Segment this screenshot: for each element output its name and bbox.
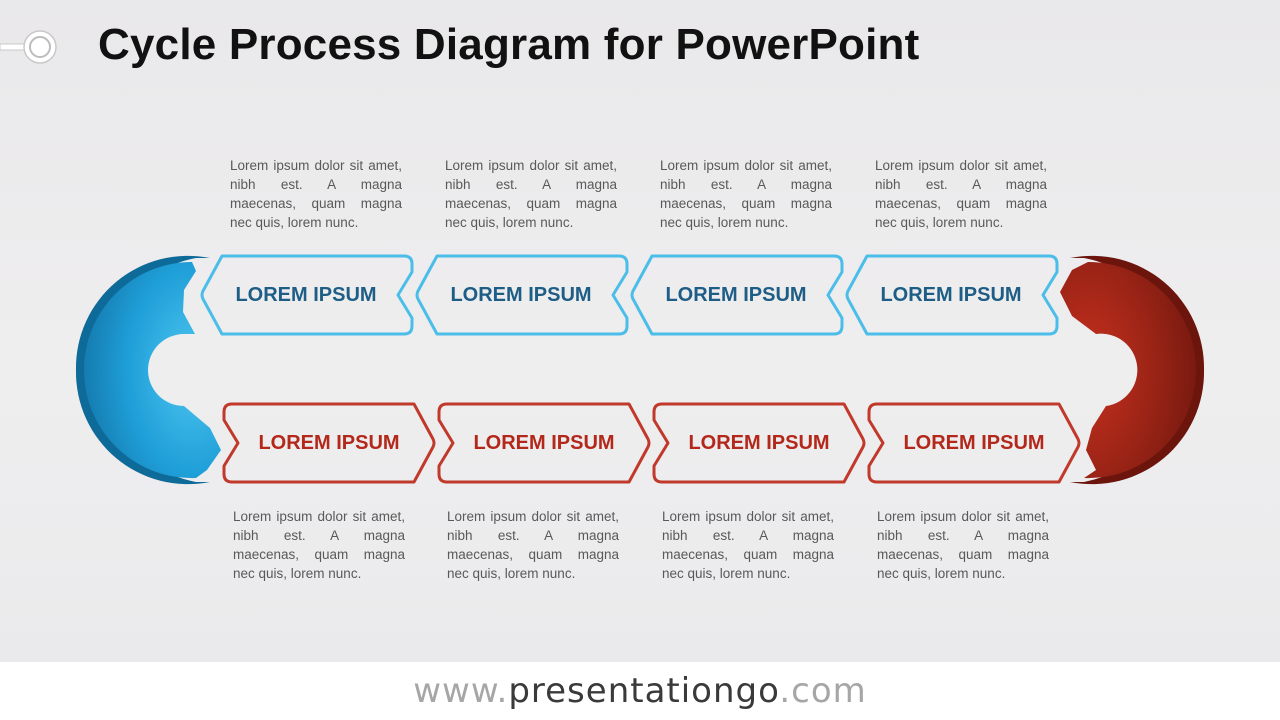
bottom-arrow-4 [867,402,1081,484]
slide-background [0,0,1280,662]
top-step-label-4: LOREM IPSUM [880,283,1022,306]
bottom-step-text-2: Lorem ipsum dolor sit amet, nibh est. A … [447,509,619,581]
top-arrow-1 [200,254,414,336]
footer-domain: presentationgo [508,671,780,711]
bottom-arrow-3 [652,402,866,484]
top-step-text-4: Lorem ipsum dolor sit amet, nibh est. A … [875,158,1047,230]
top-step-text-1: Lorem ipsum dolor sit amet, nibh est. A … [230,158,402,230]
page-title: Cycle Process Diagram for PowerPoint [98,20,920,69]
bottom-step-label-3: LOREM IPSUM [688,431,830,454]
footer-prefix: www. [413,671,509,711]
top-arrow-3 [630,254,844,336]
footer-url[interactable]: www.presentationgo.com [0,662,1280,720]
footer-suffix: .com [779,671,867,711]
bottom-step-text-4: Lorem ipsum dolor sit amet, nibh est. A … [877,509,1049,581]
bottom-step-label-1: LOREM IPSUM [258,431,400,454]
top-step-label-1: LOREM IPSUM [235,283,377,306]
bottom-step-text-1: Lorem ipsum dolor sit amet, nibh est. A … [233,509,405,581]
top-arrow-4 [845,254,1059,336]
top-step-text-3: Lorem ipsum dolor sit amet, nibh est. A … [660,158,832,230]
top-step-text-2: Lorem ipsum dolor sit amet, nibh est. A … [445,158,617,230]
top-arrow-2 [415,254,629,336]
bottom-arrow-2 [437,402,651,484]
right-cycle-connector [1060,255,1205,485]
bottom-step-label-2: LOREM IPSUM [473,431,615,454]
key-logo-icon [0,30,57,64]
bottom-step-label-4: LOREM IPSUM [903,431,1045,454]
cycle-diagram [75,254,1205,485]
bottom-arrow-1 [222,402,436,484]
top-step-label-3: LOREM IPSUM [665,283,807,306]
left-cycle-connector [75,255,221,485]
bottom-step-text-3: Lorem ipsum dolor sit amet, nibh est. A … [662,509,834,581]
top-step-label-2: LOREM IPSUM [450,283,592,306]
